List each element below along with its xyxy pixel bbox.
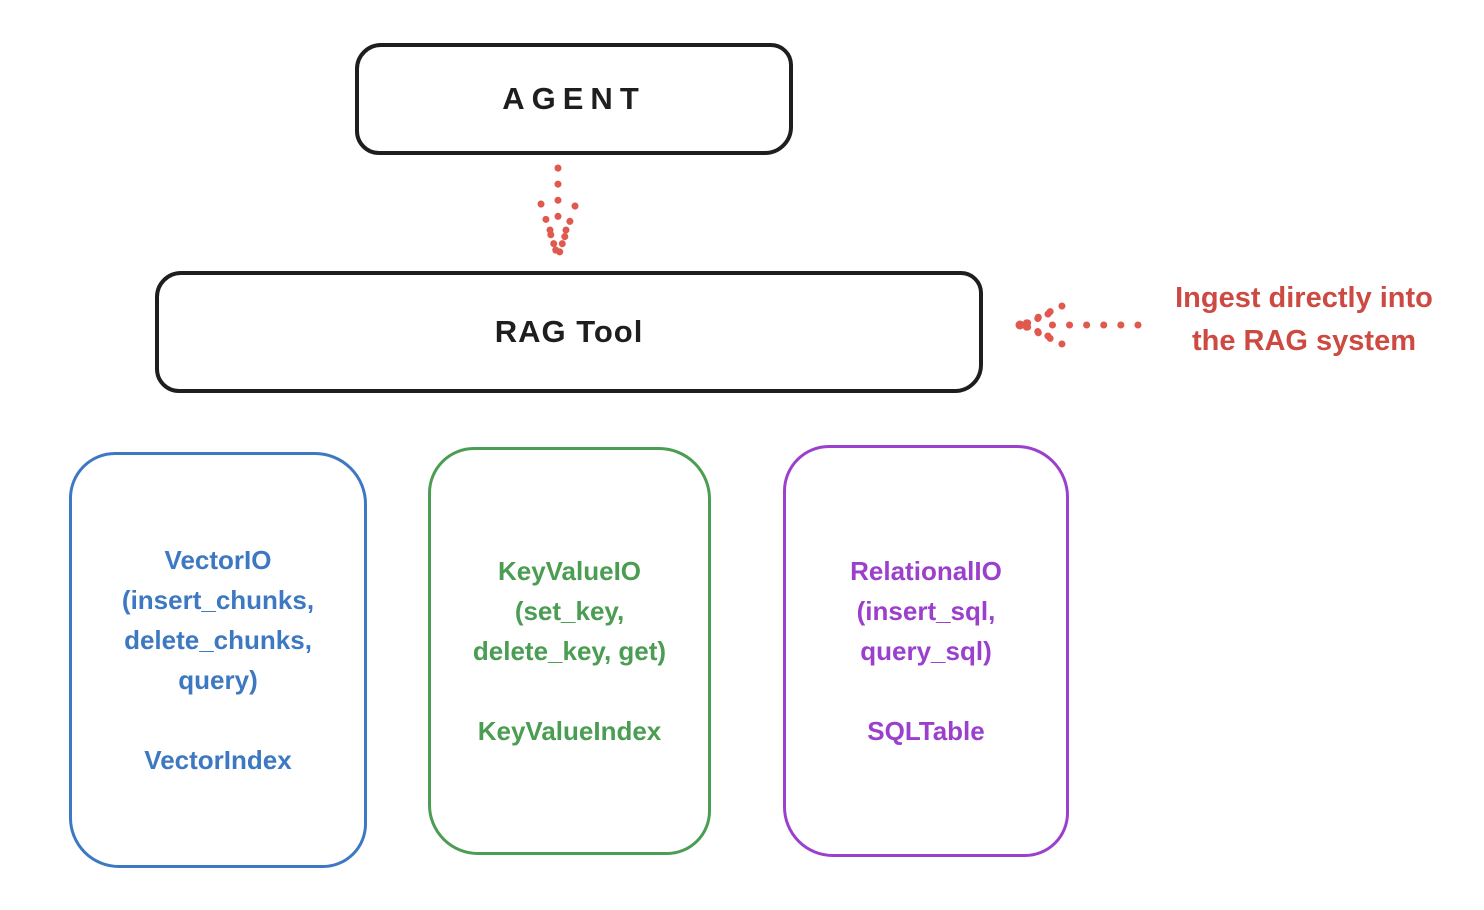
store-index-label: VectorIndex [144,745,292,775]
store-line: KeyValueIO [497,556,642,586]
store-line: query_sql) [860,636,992,666]
store-line: RelationalIO [850,556,1002,586]
store-line: (insert_chunks, [121,585,315,615]
rag-tool-node: RAG Tool [155,271,983,393]
store-line: delete_key, get) [472,636,667,666]
relational-io-node: RelationalIO (insert_sql, query_sql) SQL… [783,445,1069,857]
rag-tool-label: RAG Tool [494,314,644,349]
vector-io-node: VectorIO (insert_chunks, delete_chunks, … [69,452,367,868]
keyvalue-io-node: KeyValueIO (set_key, delete_key, get) Ke… [428,447,711,855]
ingest-annotation-line1: Ingest directly into [1175,282,1433,314]
ingest-annotation-line2: the RAG system [1191,325,1416,357]
store-line: delete_chunks, [124,625,312,655]
ingest-annotation: Ingest directly into the RAG system [1128,277,1480,363]
ingest-dotted-arrow [1015,302,1142,348]
store-line: VectorIO [164,545,272,575]
store-line: query) [178,665,258,695]
store-line: (insert_sql, [856,596,996,626]
agent-node: AGENT [355,43,793,155]
store-line: (set_key, [514,596,625,626]
agent-to-rag-dotted-arrow [537,164,579,258]
store-index-label: KeyValueIndex [477,716,662,746]
agent-label: AGENT [502,81,646,116]
store-index-label: SQLTable [867,716,985,746]
